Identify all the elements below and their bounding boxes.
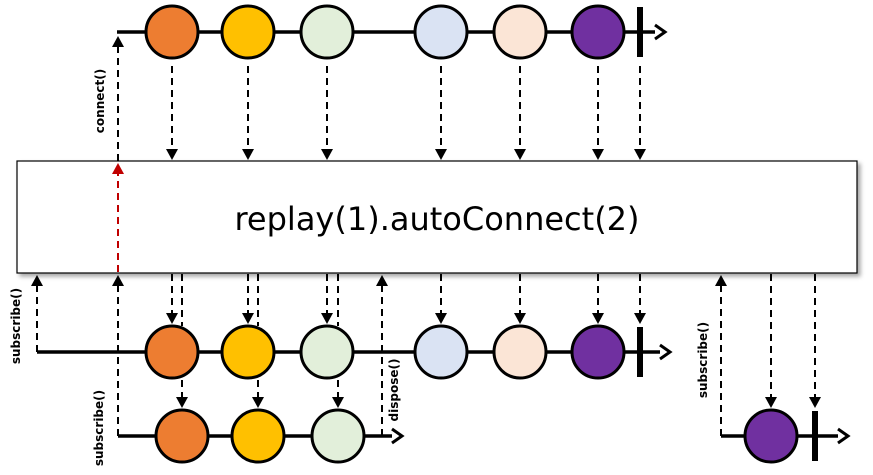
subscriber1-emission-arrow-7 <box>634 274 646 324</box>
source-emission-arrow-6 <box>592 66 604 160</box>
subscriber1-emission-arrow-4 <box>435 274 447 324</box>
subscriber2-dispose-arrow <box>376 275 388 436</box>
subscriber3-emission-arrow-2 <box>809 274 821 408</box>
subscriber3-emission-arrow-1 <box>765 274 777 408</box>
subscriber2-timeline-arrowhead <box>391 427 405 445</box>
source-emission-arrow-4 <box>435 66 447 160</box>
subscriber1-marble-peach <box>492 324 548 380</box>
subscriber1-emission-arrow-5 <box>514 274 526 324</box>
source-emission-arrow-2 <box>242 66 254 160</box>
subscriber1-emission-arrow-2 <box>242 274 254 324</box>
source-emission-arrow-1 <box>166 66 178 160</box>
subscriber2-marble-orange <box>154 408 210 464</box>
source-marble-yellow <box>220 4 276 60</box>
subscriber1-marble-orange <box>144 324 200 380</box>
subscriber3-subscribe-label: subscribe() <box>696 322 710 398</box>
source-emission-arrow-7 <box>634 66 646 160</box>
source-timeline-arrowhead <box>654 23 668 41</box>
subscriber1-emission-arrow-1 <box>166 274 178 324</box>
subscriber2-subscribe-arrow <box>112 275 124 436</box>
subscriber2-emission-arrow-1 <box>176 380 188 408</box>
subscriber2-marble-yellow <box>230 408 286 464</box>
subscriber2-emission-arrow-3 <box>332 380 344 408</box>
source-marble-peach <box>492 4 548 60</box>
source-marble-lightblue <box>413 4 469 60</box>
subscriber1-marble-purple <box>570 324 626 380</box>
subscriber1-subscribe-arrow <box>31 275 43 352</box>
subscriber2-emission-arrow-2 <box>252 380 264 408</box>
subscriber1-timeline-arrowhead <box>659 343 673 361</box>
operator-label: replay(1).autoConnect(2) <box>234 200 639 238</box>
source-marble-lightgreen <box>299 4 355 60</box>
subscriber3-subscribe-arrow <box>715 275 727 436</box>
operator-box: replay(1).autoConnect(2) <box>16 160 858 274</box>
source-timeline <box>117 23 668 41</box>
subscriber2-marble-lightgreen <box>310 408 366 464</box>
source-emission-arrow-5 <box>514 66 526 160</box>
subscriber3-marble-purple <box>743 408 799 464</box>
subscriber2-subscribe-label: subscribe() <box>92 390 106 466</box>
subscriber1-emission-arrow-3 <box>321 274 333 324</box>
source-marble-purple <box>570 4 626 60</box>
subscriber1-emission-arrow-6 <box>592 274 604 324</box>
subscriber1-marble-yellow <box>220 324 276 380</box>
subscriber1-marble-lightblue <box>413 324 469 380</box>
auto-connect-trigger-arrow <box>112 163 124 272</box>
connect-label: connect() <box>93 69 107 133</box>
subscriber2-dispose-label: dispose() <box>387 359 401 422</box>
source-marble-orange <box>144 4 200 60</box>
subscriber1-subscribe-label: subscribe() <box>9 288 23 364</box>
subscriber1-marble-lightgreen <box>299 324 355 380</box>
source-emission-arrow-3 <box>321 66 333 160</box>
connect-arrow <box>112 36 124 161</box>
subscriber3-timeline-arrowhead <box>837 427 851 445</box>
